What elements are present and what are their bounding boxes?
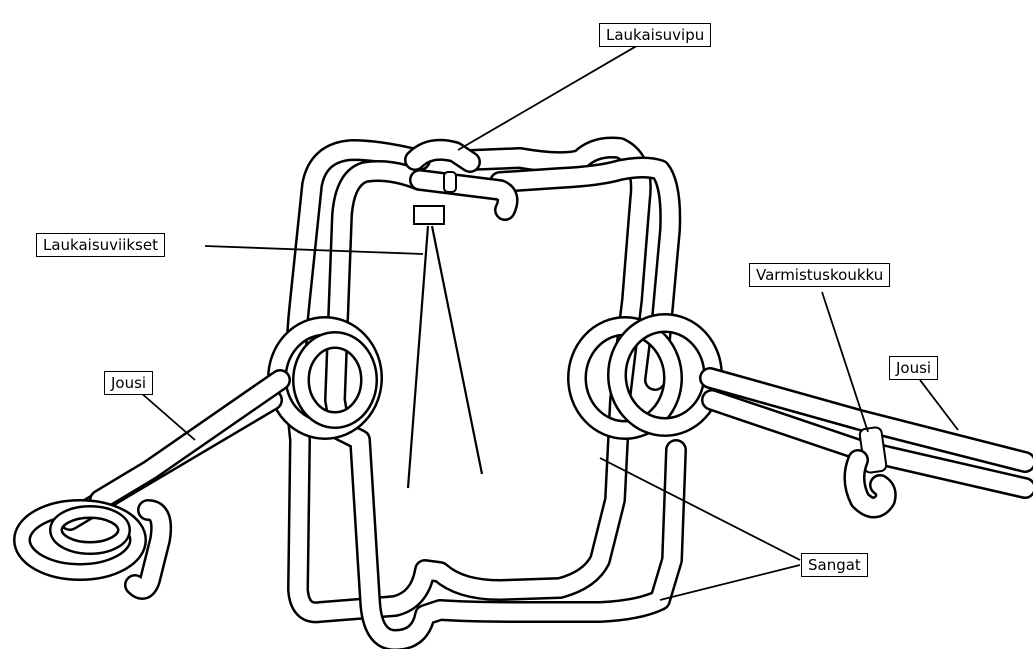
label-trigger-lever: Laukaisuvipu xyxy=(599,23,711,47)
leader-lines xyxy=(140,44,958,600)
leader-jaws-1 xyxy=(600,458,800,560)
leader-jaws-2 xyxy=(660,565,800,600)
label-spring-right: Jousi xyxy=(889,356,938,380)
label-safety-hook: Varmistuskoukku xyxy=(749,263,890,287)
leader-spring-left xyxy=(140,392,195,440)
spring-left-shape xyxy=(22,326,373,589)
label-spring-left: Jousi xyxy=(104,371,153,395)
label-jaws: Sangat xyxy=(801,553,868,577)
leader-trigger-lever xyxy=(458,44,640,150)
trigger-whiskers-shape xyxy=(408,226,482,488)
label-trigger-whiskers: Laukaisuviikset xyxy=(36,233,165,257)
leader-spring-right xyxy=(920,380,958,430)
